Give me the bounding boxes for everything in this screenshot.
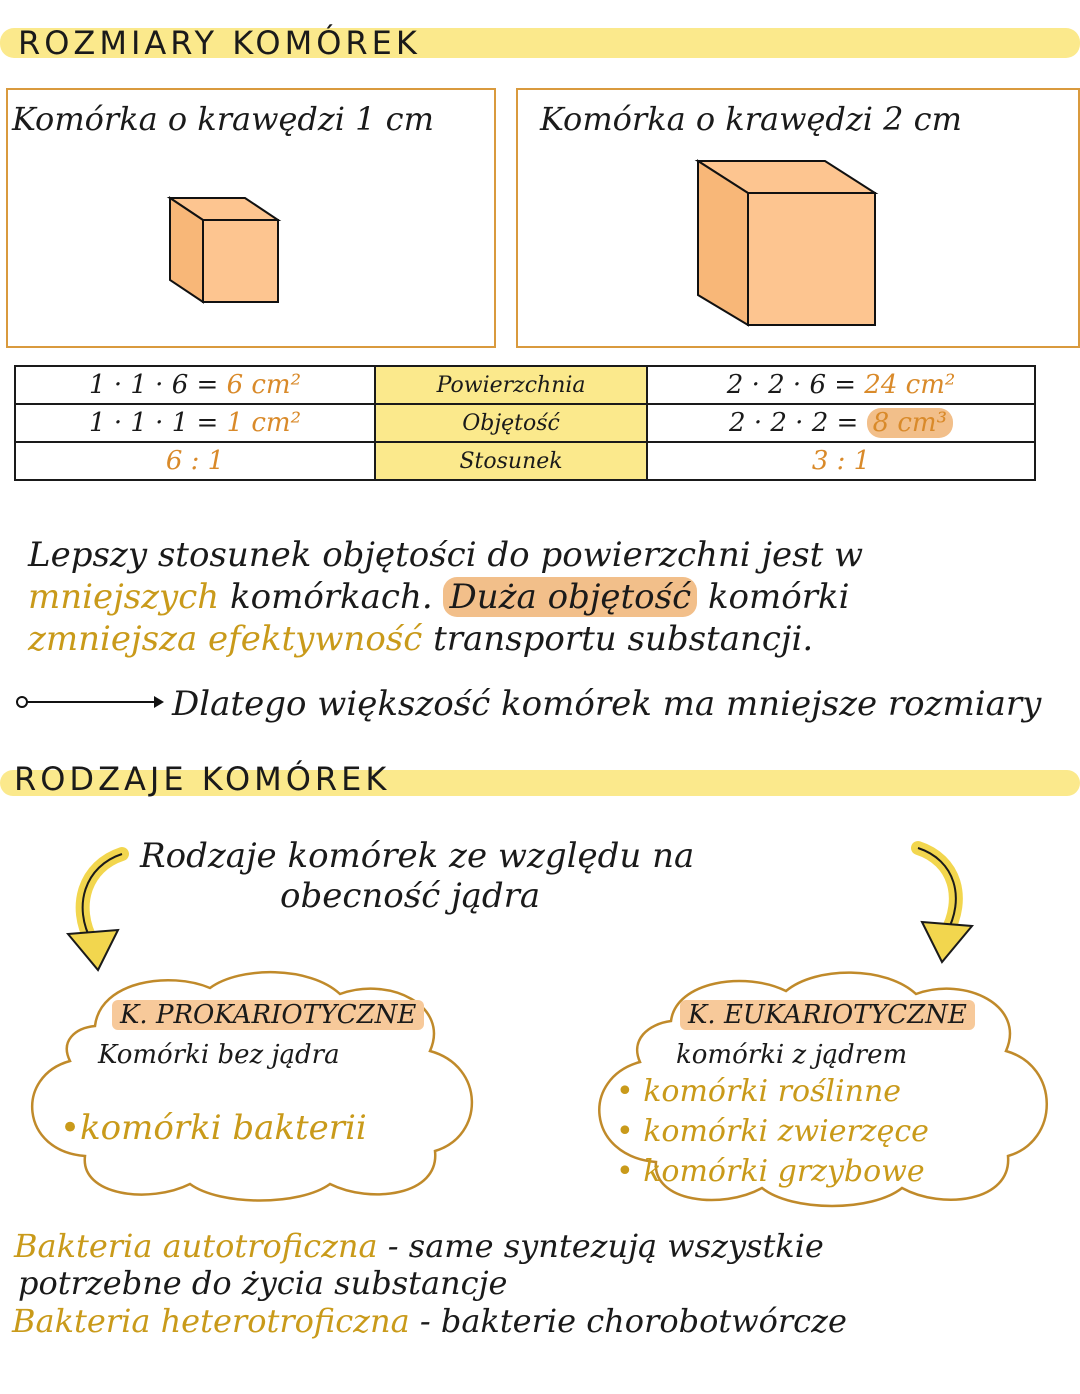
section-title-sizes: ROZMIARY KOMÓREK xyxy=(18,24,421,62)
table-cell-left: 1 · 1 · 6 = 6 cm² xyxy=(13,365,377,405)
paragraph-line: Lepszy stosunek objętości do powierzchni… xyxy=(28,535,864,575)
eukaryotic-item: • komórki zwierzęce xyxy=(616,1114,929,1149)
table-cell-right: 2 · 2 · 6 = 24 cm² xyxy=(646,365,1036,405)
curved-arrow-left-icon xyxy=(65,847,129,972)
eukaryotic-subtitle: komórki z jądrem xyxy=(676,1040,908,1070)
table-cell-label: Objętość xyxy=(374,403,649,443)
prokaryotic-item: •komórki bakterii xyxy=(60,1108,367,1148)
ratio-paragraph: Lepszy stosunek objętości do powierzchni… xyxy=(28,534,1068,660)
types-heading-line: obecność jądra xyxy=(280,876,541,916)
bacteria-heterotrophic: Bakteria heterotroficzna - bakterie chor… xyxy=(12,1302,847,1340)
types-heading: Rodzaje komórek ze względu na obecność j… xyxy=(140,836,694,916)
eukaryotic-title: K. EUKARIOTYCZNE xyxy=(680,1000,975,1030)
large-cube-illustration xyxy=(694,159,879,327)
table-cell-right: 2 · 2 · 2 = 8 cm³ xyxy=(646,403,1036,443)
eukaryotic-item: • komórki roślinne xyxy=(616,1074,902,1109)
bacteria-auto-def-cont: potrzebne do życia substancje xyxy=(18,1264,508,1302)
types-heading-line: Rodzaje komórek ze względu na xyxy=(140,836,695,876)
bacteria-autotrophic: Bakteria autotroficzna - same syntezują … xyxy=(14,1226,824,1266)
table-cell-left: 6 : 1 xyxy=(13,441,377,481)
table-cell-label: Powierzchnia xyxy=(374,365,649,405)
table-cell-label: Stosunek xyxy=(374,441,649,481)
cloud-eukaryotic xyxy=(598,971,1048,1208)
prokaryotic-title: K. PROKARIOTYCZNE xyxy=(112,1000,425,1030)
table-cell-left: 1 · 1 · 1 = 1 cm² xyxy=(13,403,377,443)
comparison-table: 1 · 1 · 6 = 6 cm² Powierzchnia 2 · 2 · 6… xyxy=(13,365,1036,481)
table-row: 1 · 1 · 6 = 6 cm² Powierzchnia 2 · 2 · 6… xyxy=(13,365,1036,405)
bacteria-hetero-def: - bakterie chorobotwórcze xyxy=(419,1302,847,1340)
paragraph-line: mniejszych komórkach. Duża objętość komó… xyxy=(28,577,850,617)
title-highlight xyxy=(0,28,1080,58)
bacteria-auto-term: Bakteria autotroficzna xyxy=(14,1227,378,1265)
small-cube-illustration xyxy=(166,196,282,304)
section-title-types: RODZAJE KOMÓREK xyxy=(14,760,391,798)
title-highlight xyxy=(0,770,1080,796)
eukaryotic-item: • komórki grzybowe xyxy=(616,1154,925,1189)
bacteria-auto-def: - same syntezują wszystkie xyxy=(387,1227,824,1265)
table-row: 6 : 1 Stosunek 3 : 1 xyxy=(13,441,1036,481)
conclusion-text: Dlatego większość komórek ma mniejsze ro… xyxy=(172,684,1042,724)
curved-arrow-right-icon xyxy=(911,841,975,964)
bacteria-hetero-term: Bakteria heterotroficzna xyxy=(12,1302,410,1340)
panel-small-cube-label: Komórka o krawędzi 1 cm xyxy=(12,100,434,138)
prokaryotic-subtitle: Komórki bez jądra xyxy=(98,1040,340,1070)
panel-large-cube-label: Komórka o krawędzi 2 cm xyxy=(540,100,962,138)
table-row: 1 · 1 · 1 = 1 cm² Objętość 2 · 2 · 2 = 8… xyxy=(13,403,1036,443)
table-cell-right: 3 : 1 xyxy=(646,441,1036,481)
arrow-right-icon xyxy=(16,696,164,708)
paragraph-line: zmniejsza efektywność transportu substan… xyxy=(28,619,814,659)
